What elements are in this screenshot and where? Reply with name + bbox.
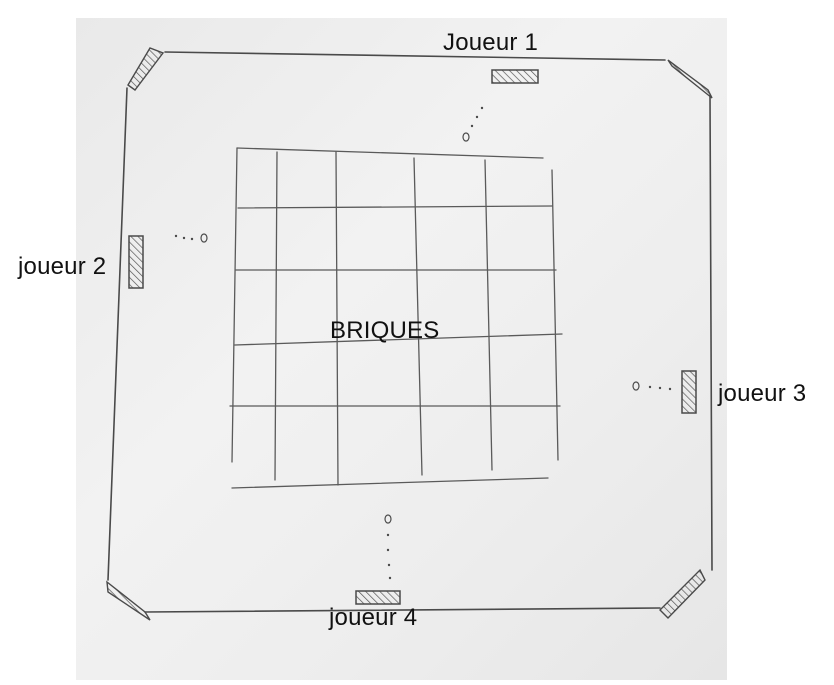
corner-bottom-left xyxy=(106,580,151,621)
ball-player2 xyxy=(200,233,208,243)
player2-label: joueur 2 xyxy=(18,253,107,280)
paddle-player1 xyxy=(491,69,539,84)
paddle-player2 xyxy=(128,235,144,289)
paper-sheet xyxy=(76,18,727,680)
paddle-player3 xyxy=(681,370,697,414)
brick-grid xyxy=(229,147,563,489)
corner-top-right xyxy=(667,59,713,99)
corner-bottom-right xyxy=(659,568,706,619)
player4-label: joueur 4 xyxy=(329,604,418,631)
arena-border xyxy=(107,51,713,613)
ball-player3 xyxy=(632,381,640,391)
ball-player1 xyxy=(462,132,470,142)
corner-top-left xyxy=(127,47,165,91)
ball-trails xyxy=(174,106,672,580)
paddles xyxy=(128,69,697,605)
player3-label: joueur 3 xyxy=(718,380,807,407)
ball-player4 xyxy=(384,514,392,524)
corner-deflectors xyxy=(106,47,713,621)
bricks-label: BRIQUES xyxy=(330,317,440,344)
balls xyxy=(200,132,640,524)
paddle-player4 xyxy=(355,590,401,605)
player1-label: Joueur 1 xyxy=(443,29,538,56)
